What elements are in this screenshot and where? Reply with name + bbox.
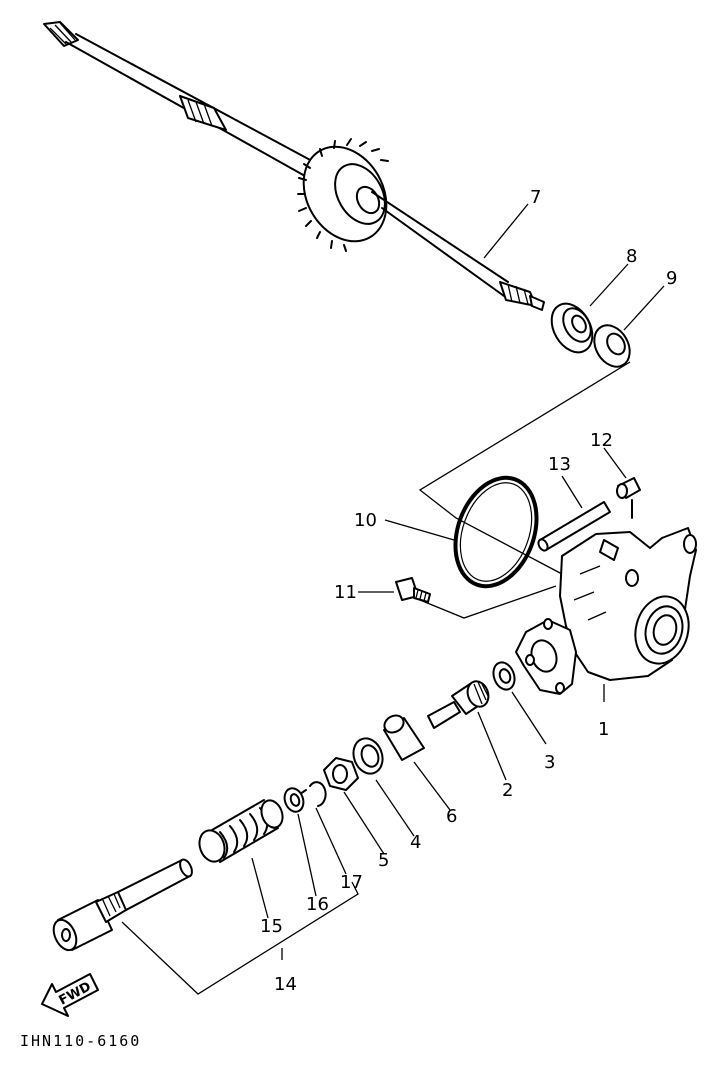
fitting-12 (616, 477, 641, 519)
drawing-code: IHN110-6160 (20, 1032, 141, 1050)
collar-6 (383, 714, 425, 761)
callout-11: 11 (334, 582, 357, 603)
bolt-11 (395, 577, 431, 603)
pinion-gear-2 (427, 680, 490, 729)
secondary-shaft-14 (52, 858, 193, 952)
nut-5 (323, 757, 359, 791)
drive-shaft-with-gear (43, 21, 545, 311)
callout-numbers: 7 8 9 12 13 10 11 1 3 2 6 4 5 17 16 15 1… (20, 187, 677, 1050)
callout-4: 4 (410, 832, 421, 853)
callout-3: 3 (544, 752, 555, 773)
callout-14: 14 (274, 974, 297, 995)
washer-3 (492, 661, 516, 691)
callout-9: 9 (666, 268, 677, 289)
oil-seal-9 (593, 324, 631, 368)
spring-15 (198, 799, 284, 863)
callout-15: 15 (260, 916, 283, 937)
callout-10: 10 (354, 510, 377, 531)
leader-lines (121, 203, 665, 995)
callout-7: 7 (530, 187, 541, 208)
bearing-4 (352, 737, 384, 775)
gear-case-housing-1 (515, 527, 697, 695)
callout-1: 1 (598, 719, 609, 740)
bearing-8 (550, 302, 594, 354)
callout-12: 12 (590, 430, 613, 451)
o-ring-10 (453, 475, 539, 589)
pin-13 (537, 501, 611, 552)
callout-8: 8 (626, 246, 637, 267)
callout-16: 16 (306, 894, 329, 915)
callout-6: 6 (446, 806, 457, 827)
callout-2: 2 (502, 780, 513, 801)
callout-17: 17 (340, 872, 363, 893)
callout-13: 13 (548, 454, 571, 475)
washer-16 (283, 787, 305, 813)
callout-5: 5 (378, 850, 389, 871)
fwd-arrow-icon (41, 973, 99, 1017)
